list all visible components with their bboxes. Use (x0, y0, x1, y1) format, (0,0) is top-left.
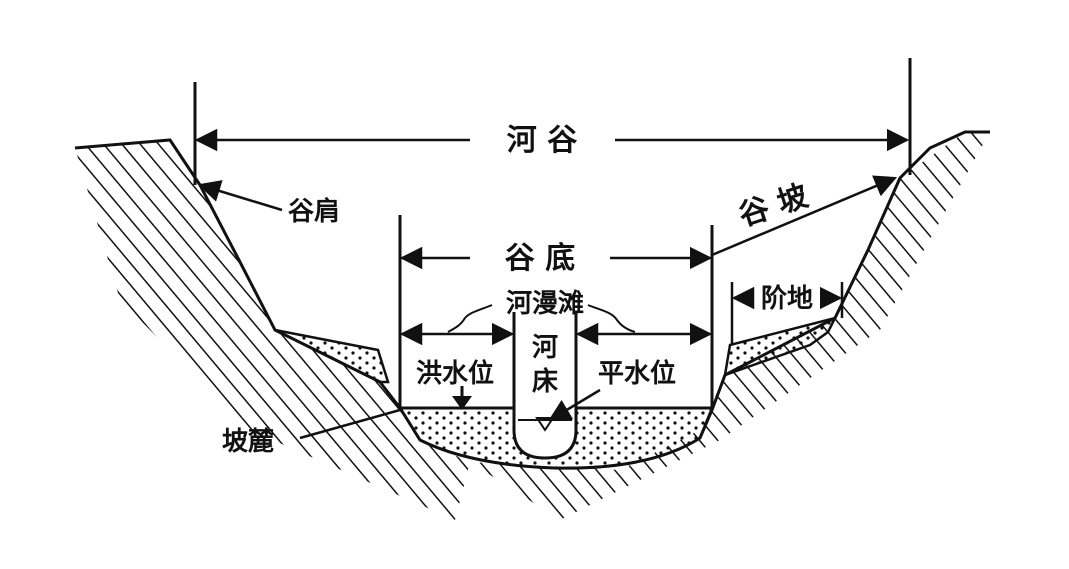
valley-slope-pointer (711, 175, 898, 257)
label-channel-line1: 河 (532, 333, 558, 363)
water-level-symbol-normal (535, 417, 555, 432)
floodplain-leader-left (447, 304, 493, 333)
floodplain-leader-right (587, 304, 636, 333)
label-valley: 河 谷 (507, 123, 577, 158)
slope-foot-pointer (299, 408, 401, 440)
right-bedrock-hatch (470, 132, 990, 520)
river-channel (512, 312, 578, 460)
valley-shoulder-pointer (197, 180, 283, 212)
right-terrace-deposit (723, 316, 838, 377)
label-slope-foot: 坡麓 (222, 427, 274, 457)
label-flood-level: 洪水位 (416, 358, 494, 389)
label-valley-floor: 谷 底 (505, 241, 575, 276)
label-normal-level: 平水位 (598, 358, 676, 389)
label-floodplain: 河漫滩 (506, 288, 584, 319)
label-terrace: 阶地 (761, 284, 813, 314)
label-valley-slope: 谷 坡 (735, 178, 813, 233)
left-terrace-deposit (274, 328, 390, 384)
water-level-symbol-flood (452, 396, 472, 410)
normal-level-pointer (548, 388, 601, 422)
label-channel-line2: 床 (532, 366, 558, 397)
left-bedrock-hatch (75, 140, 470, 520)
label-valley-shoulder: 谷肩 (288, 196, 340, 227)
